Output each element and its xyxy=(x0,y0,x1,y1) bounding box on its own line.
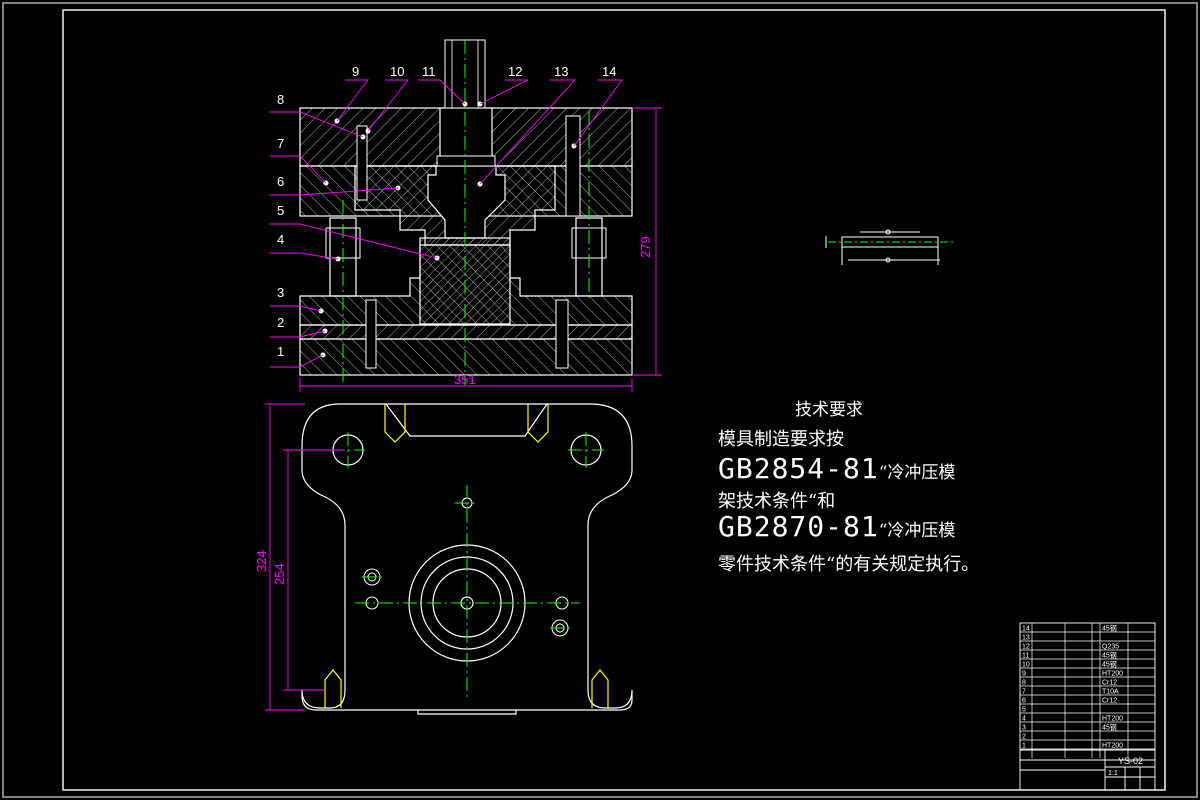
part-number-6: 6 xyxy=(277,174,284,189)
title-block-row-material: Q235 xyxy=(1102,644,1119,651)
title-block-row-number: 1 xyxy=(1022,743,1026,750)
title-block-row-number: 13 xyxy=(1022,635,1030,642)
dimension-height-front: 279 xyxy=(638,236,653,258)
title-block-row-material: 45钢 xyxy=(1102,624,1117,633)
title-block-row-material: 45钢 xyxy=(1102,660,1117,669)
inner-border xyxy=(62,9,1166,791)
title-block-row-number: 14 xyxy=(1022,626,1030,633)
title-block-row-number: 10 xyxy=(1022,662,1030,669)
part-number-12: 12 xyxy=(508,64,522,79)
plan-screws xyxy=(324,404,609,708)
drawing-scale: 1:1 xyxy=(1108,770,1118,777)
part-number-7: 7 xyxy=(277,136,284,151)
title-block xyxy=(1019,622,1156,791)
part-number-labels: 1 2 3 4 5 6 7 8 9 10 11 12 13 14 xyxy=(277,64,616,359)
standard-code-1: GB2854-81 xyxy=(718,452,879,485)
dimension-width-front: 351 xyxy=(454,372,476,387)
title-block-row-number: 11 xyxy=(1022,653,1029,660)
title-block-row-material: T10A xyxy=(1102,689,1119,696)
title-block-row-material: HT200 xyxy=(1102,716,1123,723)
standard-code-2: GB2870-81 xyxy=(718,510,879,543)
part-number-2: 2 xyxy=(277,315,284,330)
part-number-14: 14 xyxy=(602,64,616,79)
title-block-row-material: HT200 xyxy=(1102,743,1123,750)
title-block-row-number: 5 xyxy=(1022,707,1026,714)
tech-requirements-line3: 架技术条件“和 xyxy=(718,491,836,512)
title-block-footer xyxy=(1020,749,1155,790)
title-block-row-number: 7 xyxy=(1022,689,1026,696)
part-number-9: 9 xyxy=(352,64,359,79)
title-block-row-number: 2 xyxy=(1022,734,1026,741)
title-block-row-material: 45钢 xyxy=(1102,723,1117,732)
title-block-row-number: 3 xyxy=(1022,725,1026,732)
part-number-11: 11 xyxy=(422,64,436,79)
tech-requirements-line5: 零件技术条件“的有关规定执行。 xyxy=(718,554,980,575)
part-number-1: 1 xyxy=(277,344,284,359)
title-block-row-number: 4 xyxy=(1022,716,1026,723)
title-block-row-material: HT200 xyxy=(1102,671,1123,678)
dimension-height-plan-inner: 254 xyxy=(272,563,287,585)
part-callouts xyxy=(270,79,623,368)
dimension-height-plan-outer: 324 xyxy=(254,550,269,572)
title-block-row-number: 12 xyxy=(1022,644,1030,651)
plan-centerlines xyxy=(330,432,604,700)
title-block-row-material: Cr12 xyxy=(1102,680,1117,687)
part-number-13: 13 xyxy=(554,64,568,79)
front-section-view xyxy=(299,39,633,385)
title-block-row-material: 45钢 xyxy=(1102,651,1117,660)
part-number-5: 5 xyxy=(277,203,284,218)
standard-suffix-1: “冷冲压模 xyxy=(878,463,956,483)
title-block-row-number: 6 xyxy=(1022,698,1026,705)
part-number-8: 8 xyxy=(277,92,284,107)
part-number-4: 4 xyxy=(277,232,284,247)
title-block-row-number: 9 xyxy=(1022,671,1026,678)
plan-bolt-holes xyxy=(363,497,569,637)
part-number-3: 3 xyxy=(277,285,284,300)
tech-requirements-title: 技术要求 xyxy=(795,400,863,420)
drawing-code: YS-02 xyxy=(1118,756,1143,766)
standard-suffix-2: “冷冲压模 xyxy=(878,521,956,541)
part-number-10: 10 xyxy=(390,64,404,79)
tech-requirements-std2: GB2870-81“冷冲压模 xyxy=(718,510,955,543)
front-dimensions xyxy=(299,107,662,392)
tech-requirements-std1: GB2854-81“冷冲压模 xyxy=(718,452,955,485)
title-block-row-material: Cr12 xyxy=(1102,698,1117,705)
part-detail-view xyxy=(825,229,955,265)
tech-requirements-line1: 模具制造要求按 xyxy=(718,429,844,450)
title-block-row-number: 8 xyxy=(1022,680,1026,687)
plan-dimensions xyxy=(265,403,345,711)
